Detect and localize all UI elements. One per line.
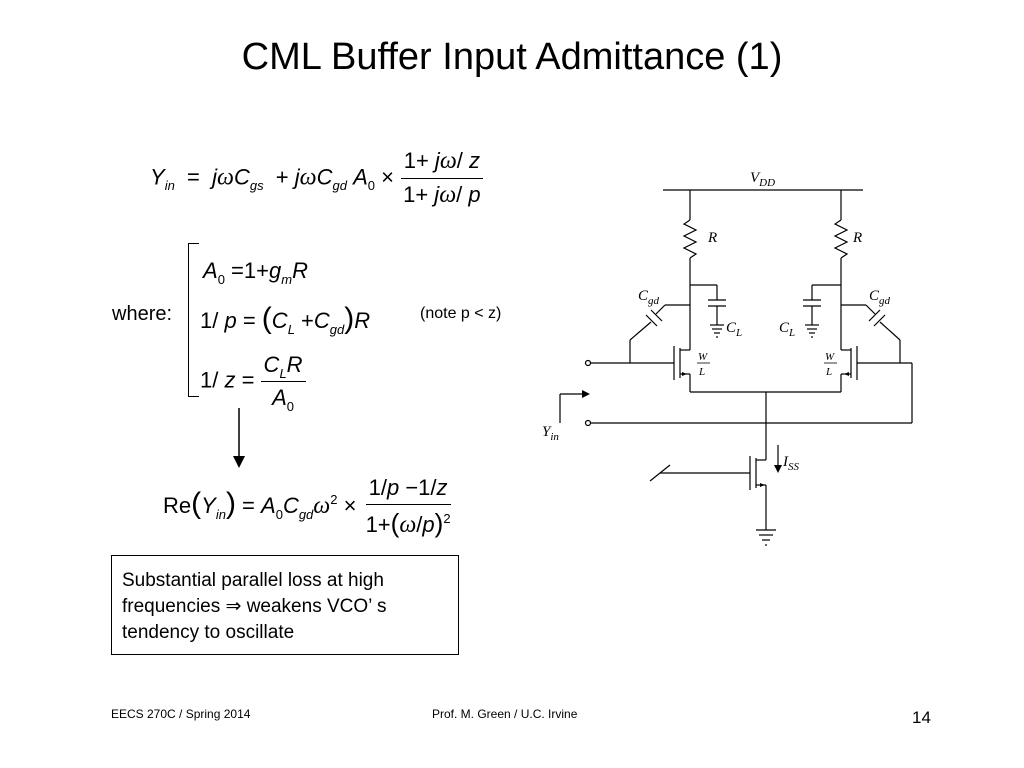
callout-box: Substantial parallel loss at high freque… xyxy=(111,555,459,655)
iss-arrowhead xyxy=(774,465,782,473)
label-yin: Yin xyxy=(542,424,559,443)
label-wl-left: W xyxy=(698,351,708,363)
footer-course: EECS 270C / Spring 2014 xyxy=(111,707,251,721)
yin-arrowhead xyxy=(582,390,590,398)
svg-text:L: L xyxy=(825,366,832,378)
label-r-left: R xyxy=(707,230,717,246)
label-cgd-left: Cgd xyxy=(638,288,660,307)
slide-title: CML Buffer Input Admittance (1) xyxy=(241,36,783,78)
yin-equation: Yin = jωCgs + jωCgd A0 × 1+ jω/ z 1+ jω/… xyxy=(150,148,484,209)
svg-text:L: L xyxy=(698,366,705,378)
a0-equation: A0 =1+gmR xyxy=(203,258,308,287)
label-cl-right: CL xyxy=(779,320,795,339)
label-cl-left: CL xyxy=(726,320,742,339)
left-bracket xyxy=(188,243,199,397)
resistor-left xyxy=(682,219,698,259)
resistor-right xyxy=(833,219,849,259)
note-text: (note p < z) xyxy=(420,305,502,322)
re-yin-equation: Re(Yin) = A0Cgdω2 × 1/p −1/z 1+(ω/p)2 xyxy=(163,475,451,538)
nmos-right-arrow xyxy=(844,372,849,376)
label-iss: ISS xyxy=(782,454,800,473)
label-cgd-right: Cgd xyxy=(869,288,891,307)
label-r-right: R xyxy=(852,230,862,246)
label-vdd: VDD xyxy=(750,170,775,189)
nmos-tail-arrow xyxy=(760,483,765,487)
cml-buffer-schematic: VDD R R Cgd Cgd CL CL W L W L Yin ISS xyxy=(542,170,913,546)
label-wl-right: W xyxy=(825,351,835,363)
page-number: 14 xyxy=(912,708,931,727)
footer-author: Prof. M. Green / U.C. Irvine xyxy=(432,707,578,721)
where-label: where: xyxy=(112,303,173,325)
zero-equation: 1/ z = CLR A0 xyxy=(200,352,306,414)
pole-equation: 1/ p = (CL +Cgd)R xyxy=(200,302,371,337)
down-arrow-icon xyxy=(233,408,245,468)
nmos-left-arrow xyxy=(682,372,687,376)
